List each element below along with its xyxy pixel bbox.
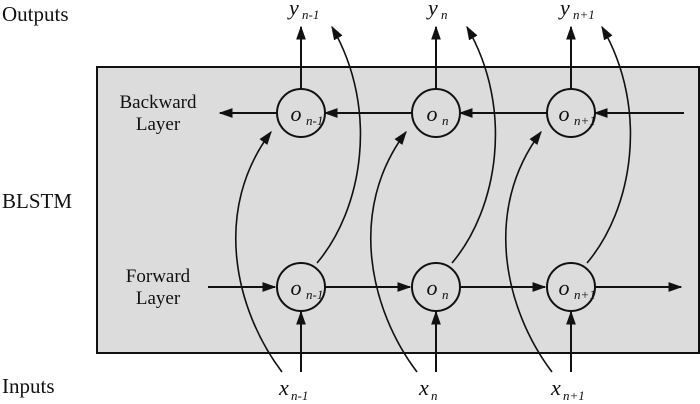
input-to-backward-curve-1 (369, 130, 418, 373)
backward-node-n-1: o n-1 (276, 88, 326, 138)
input-x-n+1-sub: n+1 (563, 388, 585, 403)
forward-to-output-curve-2 (586, 25, 632, 264)
backward-node-n+1: o n+1 (546, 88, 596, 138)
forward-to-output-curve-0 (316, 25, 362, 264)
forward-node-n: o n (411, 262, 461, 312)
backward-node-n-1-sub: n-1 (306, 113, 323, 128)
forward-layer-label-line1: Forward (126, 266, 191, 287)
output-y-n+1: y n+1 (558, 0, 595, 22)
output-y-n-1-sub: n-1 (302, 7, 319, 22)
backward-layer-label-line2: Layer (136, 114, 181, 135)
forward-node-n+1-sub: n+1 (574, 287, 596, 302)
input-x-n+1: x n+1 (550, 375, 585, 403)
backward-layer-label-line1: Backward (119, 92, 197, 113)
forward-node-n-base: o (427, 275, 438, 300)
output-y-n-1: y n-1 (287, 0, 319, 22)
output-y-n-sub: n (441, 7, 448, 22)
input-x-n-1-base: x (278, 375, 289, 400)
input-to-backward-curve-0 (234, 130, 283, 373)
output-y-n+1-sub: n+1 (573, 7, 595, 22)
input-x-n-sub: n (431, 388, 438, 403)
forward-layer-label-line2: Layer (136, 288, 181, 309)
backward-node-n-sub: n (442, 113, 449, 128)
forward-to-output-curve-1 (451, 25, 497, 264)
output-y-n: y n (426, 0, 448, 22)
forward-node-n-1-base: o (291, 275, 302, 300)
blstm-label: BLSTM (2, 189, 72, 213)
backward-node-n+1-sub: n+1 (574, 113, 596, 128)
outputs-label: Outputs (2, 2, 69, 26)
forward-node-n+1-base: o (559, 275, 570, 300)
output-y-n-1-base: y (287, 0, 299, 20)
input-to-backward-curve-2 (504, 130, 553, 373)
forward-node-n-sub: n (442, 287, 449, 302)
input-x-n+1-base: x (550, 375, 561, 400)
input-x-n-1-sub: n-1 (291, 388, 308, 403)
input-x-n-base: x (418, 375, 429, 400)
backward-node-n-1-base: o (291, 101, 302, 126)
output-y-n-base: y (426, 0, 438, 20)
inputs-label: Inputs (2, 374, 55, 398)
forward-node-n-1: o n-1 (276, 262, 326, 312)
forward-node-n-1-sub: n-1 (306, 287, 323, 302)
backward-node-n-base: o (427, 101, 438, 126)
input-x-n-1: x n-1 (278, 375, 308, 403)
backward-node-n+1-base: o (559, 101, 570, 126)
output-y-n+1-base: y (558, 0, 570, 20)
backward-node-n: o n (411, 88, 461, 138)
forward-node-n+1: o n+1 (546, 262, 596, 312)
input-x-n: x n (418, 375, 438, 403)
